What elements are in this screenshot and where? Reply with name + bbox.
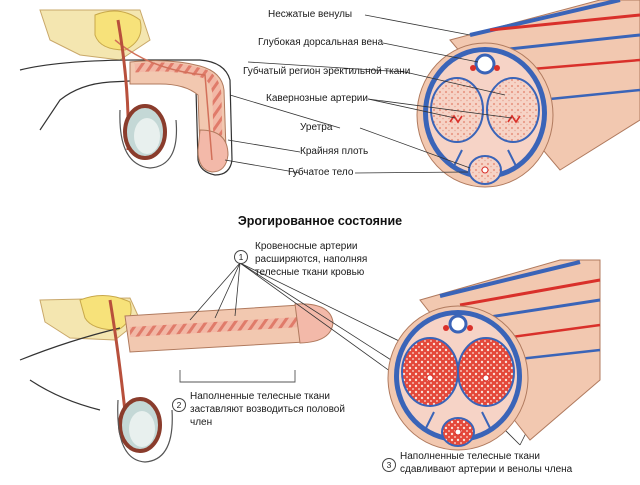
section-title: Эрогированное состояние [237, 214, 403, 228]
step-3-badge: 3 [382, 458, 396, 472]
erect-cross-section [387, 259, 601, 451]
erect-side-view [19, 295, 334, 463]
body-outline-2 [19, 327, 121, 411]
flaccid-cross-section [416, 0, 640, 188]
cavernous-artery-right [507, 114, 521, 124]
step-1-text: Кровеносные артерии расширяются, наполня… [255, 241, 368, 278]
top-leaders [224, 14, 513, 174]
label-spongy-body: Губчатое тело [288, 167, 354, 178]
erect-corpus-right [457, 337, 515, 407]
erect-corpus-stripe [129, 317, 301, 337]
step-3-text: Наполненные телесные ткани сдавливают ар… [400, 451, 573, 475]
label-cavernous-arteries: Кавернозные артерии [266, 93, 368, 104]
label-foreskin: Крайняя плоть [300, 146, 369, 157]
erect-glans [294, 303, 334, 344]
cavernous-artery-left [449, 114, 463, 124]
label-veins: Несжатые венулы [268, 9, 353, 20]
step-2-text: Наполненные телесные ткани заставляют во… [190, 391, 345, 428]
label-urethra: Уретра [300, 122, 333, 133]
erect-corpus-left [401, 337, 459, 407]
corpus-right [486, 77, 540, 143]
deep-dorsal-vein [474, 53, 496, 75]
bladder [94, 10, 142, 51]
testis-inner [134, 118, 160, 154]
body-outline [19, 59, 233, 176]
label-deep-dorsal-vein: Глубокая дорсальная вена [258, 37, 384, 48]
corpus-left [430, 77, 484, 143]
flaccid-side-view [19, 9, 233, 176]
label-spongy-region: Губчатый регион эректильной ткани [243, 66, 411, 77]
glans [197, 129, 229, 173]
step-2-badge: 2 [172, 398, 186, 412]
step-1-badge: 1 [234, 250, 248, 264]
scrotum [119, 109, 178, 169]
